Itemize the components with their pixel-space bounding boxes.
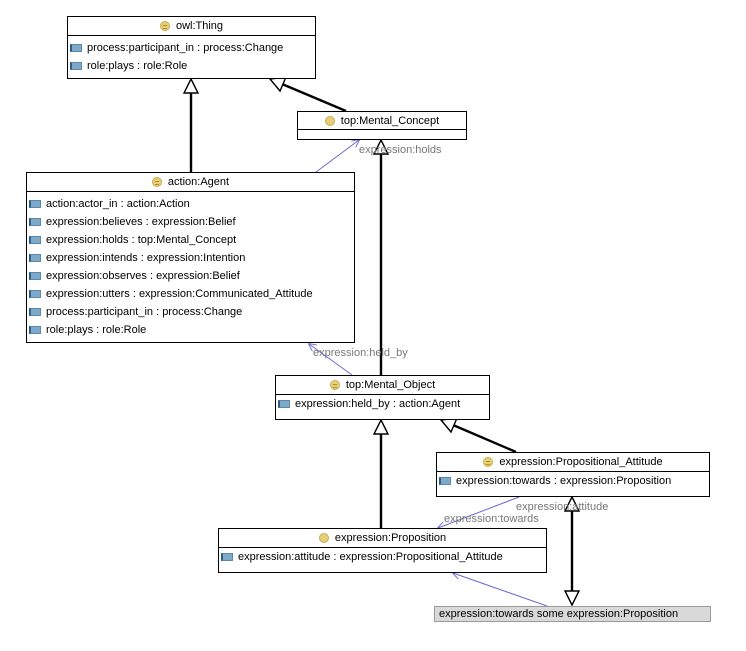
property-row: expression:intendsexpression:Intention [29, 249, 354, 267]
property-range: process:Change [153, 306, 242, 318]
subclass-edge-propattitude-mentalobject [439, 417, 517, 454]
class-title: expression:Proposition [334, 532, 447, 544]
restriction-node[interactable]: expression:towards some expression:Propo… [434, 606, 711, 622]
property-range: role:Role [134, 60, 187, 72]
property-icon [439, 477, 451, 485]
class-icon [324, 115, 335, 126]
property-icon [29, 200, 41, 208]
subclass-edge-mentalconcept-thing [268, 76, 347, 113]
property-edge-holds [315, 140, 359, 173]
property-row: role:plays role:Role [70, 57, 315, 75]
property-name: expression:attitude [238, 551, 331, 563]
property-icon [70, 44, 82, 52]
property-row: expression:observesexpression:Belief [29, 267, 354, 285]
property-name: expression:believes [46, 216, 143, 228]
property-range: expression:Belief [147, 270, 240, 282]
property-range: expression:Intention [138, 252, 245, 264]
property-list: process:participant_in process:Change ro… [68, 36, 315, 75]
property-row: expression:held_byaction:Agent [278, 395, 489, 413]
property-edge-attitude [438, 496, 520, 528]
class-proposition[interactable]: expression:Proposition expression:attitu… [218, 528, 547, 573]
subclass-edge-restriction-propattitude [563, 495, 581, 607]
edge-label-attitude: expression:attitude [516, 501, 609, 513]
class-mental-object[interactable]: top:Mental_Object expression:held_byacti… [275, 375, 490, 420]
property-icon [278, 400, 290, 408]
property-name: expression:utters [46, 288, 130, 300]
property-name: process:participant_in [46, 306, 154, 318]
class-title: owl:Thing [175, 20, 224, 32]
subclass-edge-proposition-mentalobject [372, 418, 390, 528]
property-list: expression:attitudeexpression:Propositio… [219, 548, 546, 566]
property-name: expression:held_by [295, 398, 390, 410]
class-header: owl:Thing [68, 17, 315, 36]
class-mental-concept[interactable]: top:Mental_Concept [297, 111, 467, 140]
edge-label-held-by: expression:held_by [313, 347, 408, 359]
property-row: process:participant_inprocess:Change [29, 303, 354, 321]
property-name: role:plays [87, 60, 135, 72]
property-row: expression:believesexpression:Belief [29, 213, 354, 231]
property-range: expression:Proposition [551, 475, 671, 487]
property-icon [221, 553, 233, 561]
class-header: expression:Propositional_Attitude [437, 453, 709, 472]
property-range: role:Role [93, 324, 146, 336]
property-range: action:Agent [390, 398, 460, 410]
property-name: process:participant_in [87, 42, 195, 54]
class-action-agent[interactable]: action:Agent action:actor_inaction:Actio… [26, 172, 355, 343]
property-name: expression:towards [456, 475, 551, 487]
class-owl-thing[interactable]: owl:Thing process:participant_in process… [67, 16, 316, 79]
property-range: process:Change [194, 42, 283, 54]
property-range: expression:Propositional_Attitude [330, 551, 503, 563]
property-row: expression:attitudeexpression:Propositio… [221, 548, 546, 566]
class-icon [329, 380, 340, 390]
property-icon [29, 290, 41, 298]
property-icon [29, 272, 41, 280]
property-range: action:Action [118, 198, 190, 210]
property-row: expression:holdstop:Mental_Concept [29, 231, 354, 249]
property-list: expression:held_byaction:Agent [276, 395, 489, 413]
subclass-edge-agent-thing [182, 77, 200, 172]
property-icon [29, 326, 41, 334]
property-icon [29, 254, 41, 262]
class-title: top:Mental_Concept [340, 114, 440, 127]
property-row: role:playsrole:Role [29, 321, 354, 339]
property-list: action:actor_inaction:Action expression:… [27, 192, 354, 339]
edge-label-holds: expression:holds [359, 144, 442, 156]
property-row: action:actor_inaction:Action [29, 195, 354, 213]
property-edge-held-by [309, 344, 353, 376]
class-title: top:Mental_Object [345, 379, 436, 391]
edge-label-towards: expression:towards [444, 513, 539, 525]
class-icon [483, 457, 494, 467]
class-title: expression:Propositional_Attitude [499, 456, 663, 468]
property-range: expression:Communicated_Attitude [130, 288, 313, 300]
property-row: process:participant_in process:Change [70, 39, 315, 57]
class-icon [159, 21, 170, 31]
property-name: action:actor_in [46, 198, 118, 210]
class-header: action:Agent [27, 173, 354, 192]
property-range: expression:Belief [143, 216, 236, 228]
class-header: top:Mental_Concept [298, 112, 466, 130]
property-row: expression:uttersexpression:Communicated… [29, 285, 354, 303]
class-header: expression:Proposition [219, 529, 546, 548]
property-edge-towards [453, 573, 548, 607]
property-name: role:plays [46, 324, 94, 336]
property-range: top:Mental_Concept [129, 234, 236, 246]
property-icon [29, 308, 41, 316]
property-name: expression:intends [46, 252, 138, 264]
class-header: top:Mental_Object [276, 376, 489, 395]
class-propositional-attitude[interactable]: expression:Propositional_Attitude expres… [436, 452, 710, 497]
class-icon [151, 177, 162, 187]
class-icon [318, 533, 329, 543]
property-icon [29, 218, 41, 226]
property-name: expression:observes [46, 270, 147, 282]
property-icon [70, 62, 82, 70]
property-name: expression:holds [46, 234, 129, 246]
class-title: action:Agent [167, 176, 230, 188]
property-icon [29, 236, 41, 244]
subclass-edge-mentalobject-mentalconcept [372, 138, 390, 375]
